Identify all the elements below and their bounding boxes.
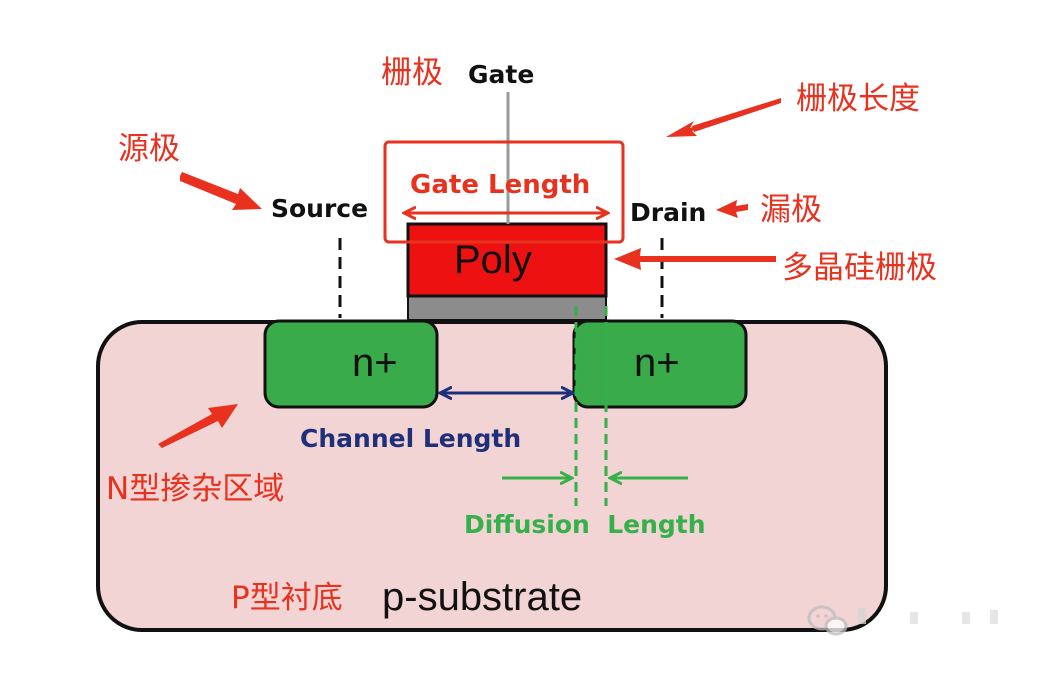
wechat-watermark-icon [807, 605, 998, 636]
drain-cn-label: 漏极 [760, 192, 822, 228]
source-en-label: Source [271, 194, 369, 223]
source-cn-label: 源极 [118, 131, 180, 167]
gate-length-en-label: Gate Length [410, 170, 591, 200]
n-plus-source-region [263, 319, 439, 409]
poly-label: Poly [454, 238, 532, 282]
poly-gate [406, 222, 608, 298]
p-substrate-en-label: p-substrate [382, 575, 583, 619]
drain-pointer-arrow [716, 200, 748, 218]
p-substrate-cn-label: P型衬底 [231, 580, 343, 616]
n-plus-drain-label: n+ [634, 341, 680, 385]
poly-pointer-arrow [614, 248, 776, 270]
drain-en-label: Drain [630, 198, 707, 227]
n-plus-source-label: n+ [352, 341, 398, 385]
gate-length-box [383, 140, 625, 244]
gate-cn-label: 栅极 [381, 55, 443, 91]
gate-en-label: Gate [468, 60, 535, 89]
channel-length-label: Channel Length [300, 424, 522, 453]
diffusion-length-label: Diffusion Length [464, 510, 706, 539]
n-doped-pointer-arrow [158, 404, 238, 448]
source-pointer-arrow [180, 172, 262, 210]
n-doped-region-cn-label: N型掺杂区域 [106, 471, 285, 507]
n-plus-drain-region [572, 319, 748, 409]
poly-gate-cn-label: 多晶硅栅极 [782, 250, 937, 286]
gate-length-cn-label: 栅极长度 [796, 81, 920, 117]
